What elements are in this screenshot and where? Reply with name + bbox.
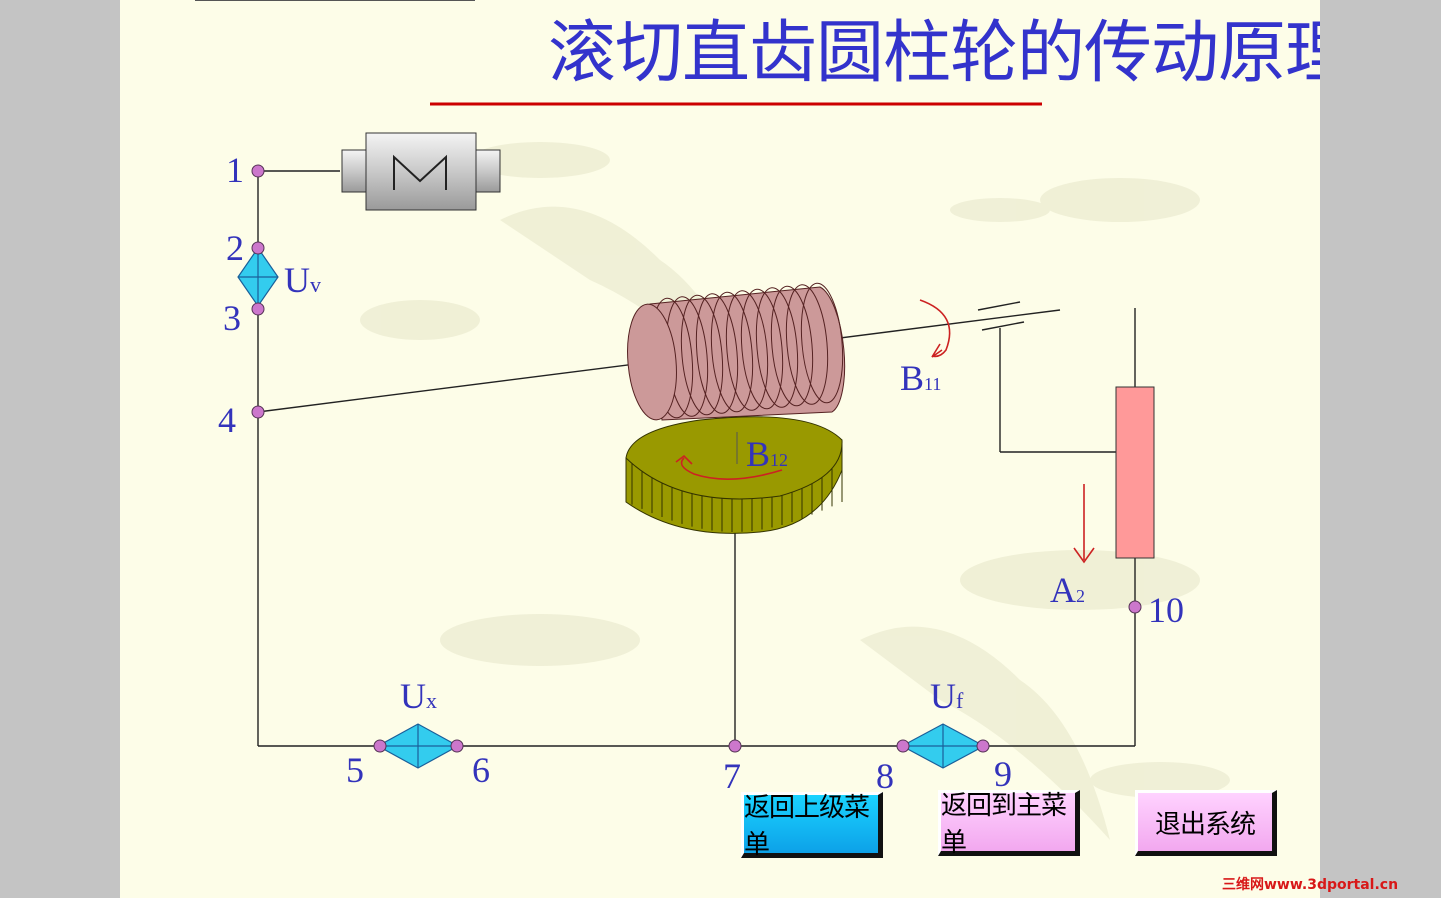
uv-ratio-symbol — [237, 246, 279, 308]
wiring — [257, 170, 1136, 747]
point-label-10: 10 — [1148, 590, 1184, 630]
hob-ring — [695, 293, 739, 414]
hob-ring — [710, 291, 754, 413]
page-title: 滚切直齿圆柱轮的传动原理 — [548, 14, 1320, 93]
node-6 — [450, 739, 464, 753]
node-4 — [251, 405, 265, 419]
node-1 — [251, 164, 265, 178]
hob-ring — [680, 294, 724, 416]
node-3 — [251, 302, 265, 316]
hob-ring — [740, 288, 784, 410]
slide: 滚切直齿圆柱轮的传动原理 1 2 3 4 5 6 7 8 9 10 Uv Ux … — [120, 0, 1320, 898]
transmission-diagram — [195, 0, 1230, 840]
node-5 — [373, 739, 387, 753]
point-label-6: 6 — [472, 750, 490, 790]
point-label-5: 5 — [346, 750, 364, 790]
hob-ring — [725, 290, 769, 411]
hob-ring — [770, 285, 814, 407]
point-label-4: 4 — [218, 400, 236, 440]
hob-ring — [800, 282, 844, 404]
motion-arrows — [675, 299, 1095, 564]
uf-ratio-symbol — [900, 723, 986, 769]
site-watermark: 三维网www.3dportal.cn — [1222, 877, 1399, 893]
node-7 — [728, 739, 742, 753]
uv-label: Uv — [284, 260, 321, 300]
point-label-9: 9 — [994, 754, 1012, 794]
point-label-2: 2 — [226, 228, 244, 268]
b12-rotation-arrow — [680, 457, 783, 480]
feed-slide — [1115, 386, 1155, 559]
back-to-main-menu-button[interactable]: 返回到主菜单 — [938, 790, 1080, 858]
b12-label: B12 — [746, 434, 789, 474]
point-label-7: 7 — [723, 756, 741, 796]
background-decoration — [360, 142, 1230, 840]
ux-ratio-symbol — [376, 723, 460, 769]
point-label-3: 3 — [223, 298, 241, 338]
hob-ring — [785, 284, 829, 405]
a2-label: A2 — [1050, 570, 1085, 610]
hob-ring — [755, 287, 799, 408]
point-label-8: 8 — [876, 756, 894, 796]
uf-label: Uf — [930, 676, 964, 716]
node-8 — [896, 739, 910, 753]
b11-rotation-arrow — [919, 299, 951, 358]
node-9 — [976, 739, 990, 753]
motor — [341, 132, 501, 211]
hob-cutter — [627, 282, 846, 421]
ux-label: Ux — [400, 676, 437, 716]
point-label-1: 1 — [226, 150, 244, 190]
node-10 — [1128, 600, 1142, 614]
node-2 — [251, 241, 265, 255]
gear-blank — [625, 416, 843, 534]
back-to-parent-menu-button[interactable]: 返回上级菜单 — [741, 792, 883, 860]
nodes — [251, 164, 1142, 753]
exit-system-button[interactable]: 退出系统 — [1135, 790, 1277, 856]
b11-label: B11 — [900, 358, 942, 398]
